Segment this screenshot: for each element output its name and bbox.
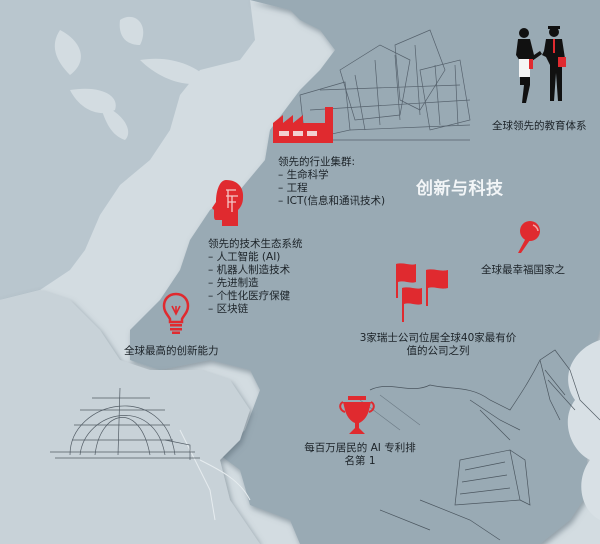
industry-cluster-label: 领先的行业集群: – 生命科学 – 工程 – ICT(信息和通讯技术) — [278, 156, 385, 208]
head-circuit-icon — [212, 180, 244, 226]
map-pin-icon — [518, 221, 540, 253]
industry-item: – 工程 — [278, 182, 308, 194]
ecosystem-item: – 个性化医疗保健 — [208, 290, 291, 302]
trophy-icon — [339, 396, 375, 434]
ecosystem-title: 领先的技术生态系统 — [208, 238, 303, 250]
page-title: 创新与科技 — [416, 179, 504, 199]
industry-title: 领先的行业集群: — [278, 156, 356, 168]
ecosystem-item: – 人工智能 (AI) — [208, 251, 281, 263]
patents-line: 名第 1 — [344, 455, 376, 467]
happiness-label: 全球最幸福国家之 — [481, 264, 565, 276]
factory-icon — [273, 107, 333, 143]
patents-line: 每百万居民的 AI 专利排 — [304, 442, 416, 454]
companies-line: 值的公司之列 — [406, 345, 470, 357]
companies-label: 3家瑞士公司位居全球40家最有价 值的公司之列 — [338, 332, 538, 358]
education-label: 全球领先的教育体系 — [492, 120, 587, 132]
dome-sketch — [50, 387, 200, 460]
industry-item: – ICT(信息和通讯技术) — [278, 195, 386, 207]
innovation-label: 全球最高的创新能力 — [124, 345, 219, 357]
companies-line: 3家瑞士公司位居全球40家最有价 — [359, 332, 517, 344]
handshake-people-icon — [516, 26, 566, 103]
patents-label: 每百万居民的 AI 专利排 名第 1 — [280, 442, 440, 468]
mountain-sketch — [369, 349, 600, 541]
industry-item: – 生命科学 — [278, 169, 329, 181]
ecosystem-item: – 先进制造 — [208, 277, 259, 289]
ecosystem-item: – 机器人制造技术 — [208, 264, 291, 276]
ecosystem-label: 领先的技术生态系统 – 人工智能 (AI) – 机器人制造技术 – 先进制造 –… — [208, 238, 303, 316]
ecosystem-item: – 区块链 — [208, 303, 249, 315]
lightbulb-icon — [162, 292, 190, 334]
flags-icon — [396, 263, 448, 322]
